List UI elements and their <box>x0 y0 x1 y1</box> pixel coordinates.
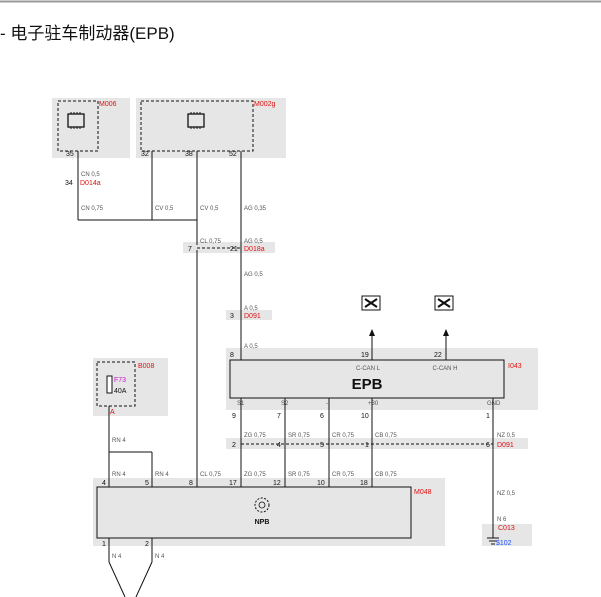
svg-text:6: 6 <box>320 413 324 420</box>
chip-icon <box>67 113 85 128</box>
svg-text:CB 0,75: CB 0,75 <box>375 433 397 439</box>
svg-text:RN 4: RN 4 <box>112 472 126 478</box>
pin-label: C-CAN H <box>433 366 458 372</box>
connector-refs: 34 D014a 7 21 D018a 3 D091 D091 C013 $10… <box>65 180 515 547</box>
svg-text:2: 2 <box>232 442 236 449</box>
wire-network <box>77 151 499 597</box>
module-name: NPB <box>255 519 270 526</box>
pin-label: C-CAN L <box>356 366 381 372</box>
module-name: EPB <box>352 376 383 393</box>
pin-label: GND <box>487 401 501 407</box>
module-label: M048 <box>414 489 432 496</box>
svg-text:RN 4: RN 4 <box>155 472 169 478</box>
svg-text:2: 2 <box>145 541 149 548</box>
svg-text:8: 8 <box>189 480 193 487</box>
svg-text:D018a: D018a <box>244 246 265 253</box>
svg-text:32: 32 <box>141 151 149 158</box>
module-label: I043 <box>508 363 522 370</box>
svg-text:CV 0,5: CV 0,5 <box>155 206 174 212</box>
svg-text:52: 52 <box>229 151 237 158</box>
module-label: M002g <box>254 101 276 108</box>
svg-text:AG 0,5: AG 0,5 <box>244 239 263 245</box>
connector-band <box>226 310 272 320</box>
svg-text:5: 5 <box>145 480 149 487</box>
svg-text:AG 0,5: AG 0,5 <box>244 272 263 278</box>
npb-icon <box>254 497 270 513</box>
svg-text:10: 10 <box>317 480 325 487</box>
module-m006[interactable]: M006 <box>52 98 130 158</box>
svg-text:34: 34 <box>65 180 73 187</box>
svg-text:RN 4: RN 4 <box>112 438 126 444</box>
svg-text:4: 4 <box>102 480 106 487</box>
module-label: B008 <box>138 363 154 370</box>
svg-text:CR 0,75: CR 0,75 <box>332 472 355 478</box>
module-i043[interactable]: EPB I043 C-CAN L C-CAN H S1 S2 - +30 GND <box>226 348 538 410</box>
module-m048[interactable]: NPB M048 <box>93 478 445 546</box>
svg-text:CN 0,5: CN 0,5 <box>81 172 100 178</box>
svg-text:22: 22 <box>434 352 442 359</box>
svg-text:3: 3 <box>230 313 234 320</box>
svg-text:CV 0,5: CV 0,5 <box>200 206 219 212</box>
module-label: M006 <box>99 101 117 108</box>
chip-icon <box>187 113 205 128</box>
wire-labels: CN 0,5 CN 0,75 CV 0,5 CV 0,5 AG 0,35 CL … <box>81 172 516 560</box>
svg-text:35: 35 <box>66 151 74 158</box>
fuse-name: F73 <box>114 377 126 384</box>
svg-text:D014a: D014a <box>80 180 101 187</box>
svg-text:CN 0,75: CN 0,75 <box>81 206 104 212</box>
svg-text:D091: D091 <box>244 313 261 320</box>
svg-text:N 4: N 4 <box>155 554 165 560</box>
svg-text:ZG 0,75: ZG 0,75 <box>244 433 266 439</box>
svg-text:A 0,5: A 0,5 <box>244 306 258 312</box>
fuse-icon <box>106 375 113 394</box>
svg-text:AG 0,35: AG 0,35 <box>244 206 267 212</box>
svg-text:1: 1 <box>365 442 369 449</box>
svg-text:NZ 0,5: NZ 0,5 <box>497 433 516 439</box>
svg-text:5: 5 <box>320 442 324 449</box>
svg-text:ZG 0,75: ZG 0,75 <box>244 472 266 478</box>
ground-label: $102 <box>496 540 512 547</box>
pin-numbers: 35 32 38 52 8 19 22 9 7 6 10 1 2 4 5 1 6… <box>66 151 490 548</box>
can-node-icon <box>434 295 454 311</box>
svg-text:D091: D091 <box>497 442 514 449</box>
svg-text:CB 0,75: CB 0,75 <box>375 472 397 478</box>
svg-text:17: 17 <box>229 480 237 487</box>
svg-text:1: 1 <box>486 413 490 420</box>
svg-text:A 0,5: A 0,5 <box>244 344 258 350</box>
svg-text:21: 21 <box>230 246 238 253</box>
page-title: - 电子驻车制动器(EPB) <box>0 24 175 43</box>
fuse-pin: A <box>110 409 115 416</box>
svg-text:NZ 0,5: NZ 0,5 <box>497 491 516 497</box>
svg-text:N 6: N 6 <box>497 517 507 523</box>
svg-text:10: 10 <box>361 413 369 420</box>
svg-text:4: 4 <box>277 442 281 449</box>
svg-text:12: 12 <box>273 480 281 487</box>
svg-text:19: 19 <box>361 352 369 359</box>
svg-text:SR 0,75: SR 0,75 <box>288 472 310 478</box>
svg-text:N 4: N 4 <box>112 554 122 560</box>
svg-text:C013: C013 <box>498 525 515 532</box>
svg-text:8: 8 <box>230 352 234 359</box>
module-b008[interactable]: B008 F73 40A A <box>93 358 168 416</box>
pin-label: - <box>326 401 328 407</box>
svg-text:CL 0,75: CL 0,75 <box>200 472 221 478</box>
svg-text:CR 0,75: CR 0,75 <box>332 433 355 439</box>
svg-text:SR 0,75: SR 0,75 <box>288 433 310 439</box>
svg-text:38: 38 <box>185 151 193 158</box>
svg-text:6: 6 <box>486 442 490 449</box>
can-node-icon <box>361 295 381 311</box>
svg-text:1: 1 <box>102 541 106 548</box>
svg-text:9: 9 <box>232 413 236 420</box>
svg-text:CL 0,75: CL 0,75 <box>200 239 221 245</box>
svg-text:7: 7 <box>188 246 192 253</box>
pin-label: +30 <box>368 401 379 407</box>
svg-text:18: 18 <box>360 480 368 487</box>
svg-text:7: 7 <box>277 413 281 420</box>
module-m002g[interactable]: M002g <box>136 98 286 158</box>
fuse-rating: 40A <box>114 388 127 395</box>
